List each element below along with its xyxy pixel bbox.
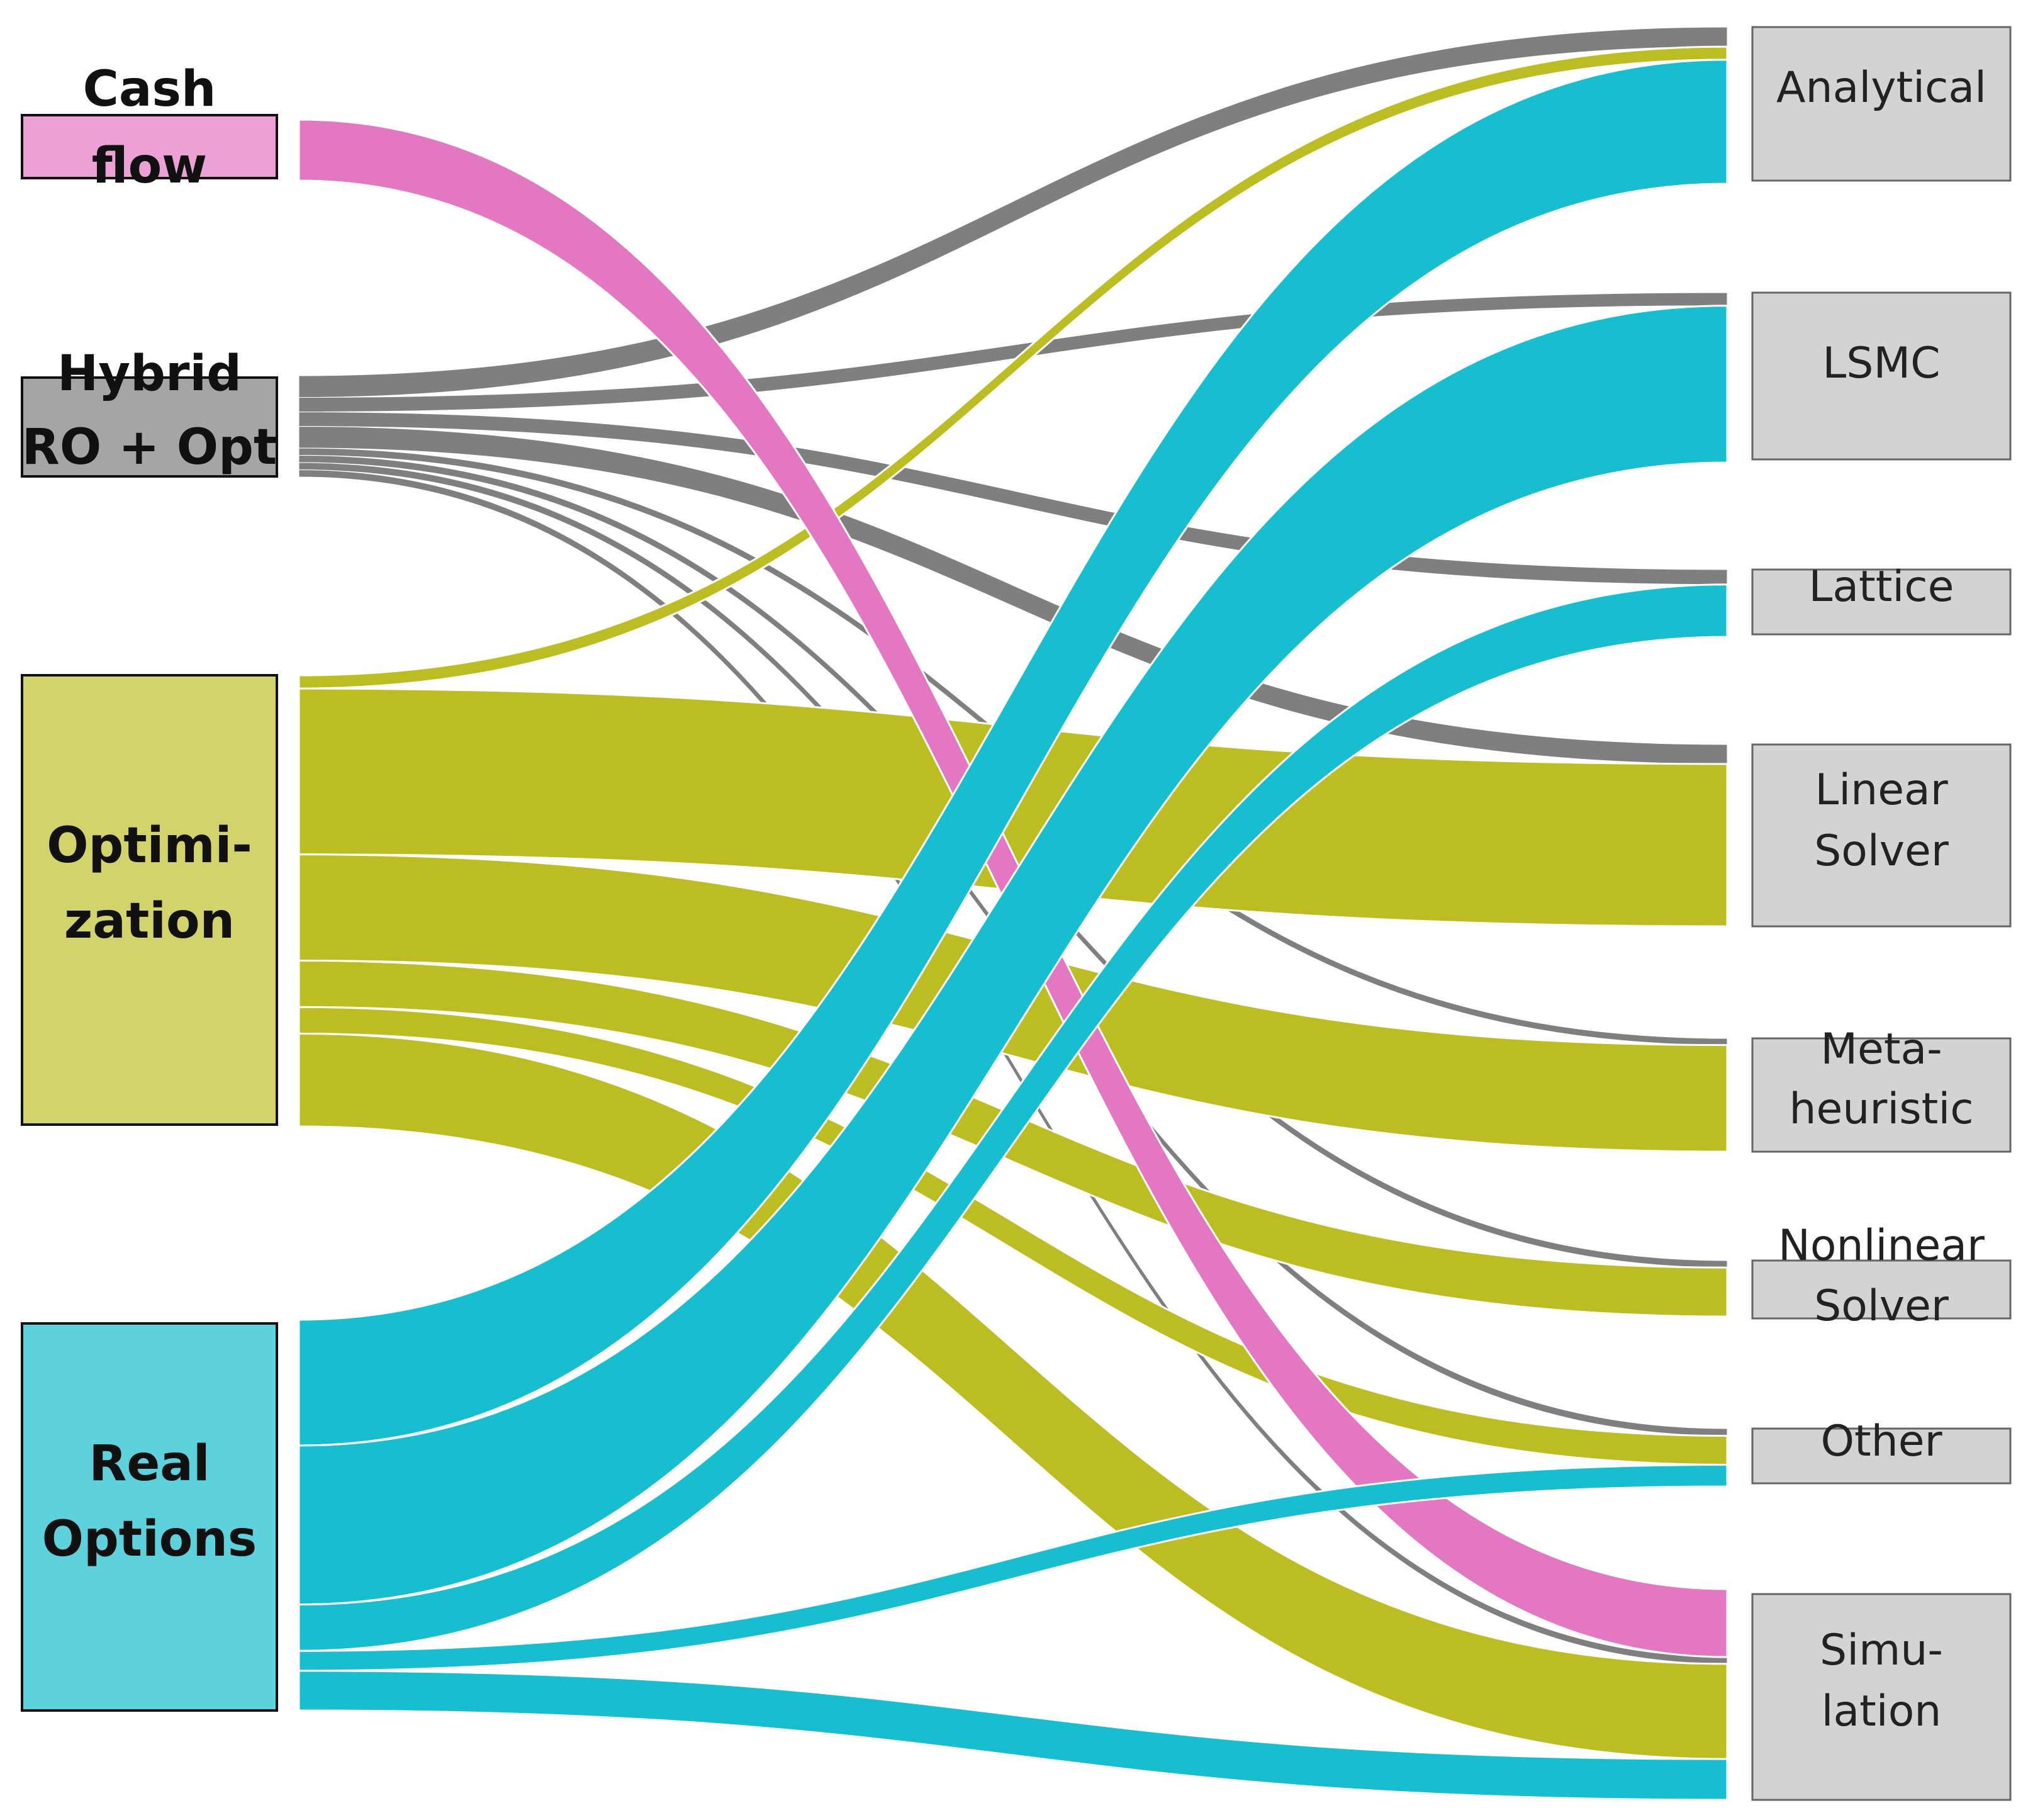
node-box-meta bbox=[1751, 1037, 2012, 1153]
node-label-lattice-line1: Lattice bbox=[1809, 562, 1954, 612]
node-label-cash-line2: flow bbox=[92, 138, 207, 194]
node-label-linear-line1: Linear bbox=[1815, 765, 1947, 815]
node-box-ro bbox=[21, 1322, 278, 1712]
flow-ro-to-lsmc bbox=[298, 305, 1728, 1606]
node-label-cash-line1: Cash bbox=[83, 61, 216, 118]
node-box-cash bbox=[21, 114, 278, 179]
target-nodes: AnalyticalLSMCLatticeLinearSolverMeta-he… bbox=[1751, 26, 2012, 1801]
node-label-linear-line2: Solver bbox=[1814, 826, 1949, 876]
flow-ro-to-sim bbox=[298, 1670, 1728, 1801]
node-box-hybrid bbox=[21, 376, 278, 478]
node-box-linear bbox=[1751, 743, 2012, 928]
node-box-lsmc bbox=[1751, 291, 2012, 461]
node-label-ro-line1: Real bbox=[89, 1435, 210, 1492]
node-box-lattice bbox=[1751, 568, 2012, 636]
node-label-nonlinear-line1: Nonlinear bbox=[1778, 1221, 1985, 1271]
flow-ro-to-lattice bbox=[298, 583, 1728, 1652]
node-box-sim bbox=[1751, 1593, 2012, 1801]
node-label-hybrid-line1: Hybrid bbox=[57, 345, 242, 402]
node-label-meta-line1: Meta- bbox=[1820, 1025, 1942, 1074]
node-box-nonlinear bbox=[1751, 1259, 2012, 1320]
node-label-sim-line2: lation bbox=[1822, 1687, 1942, 1736]
node-label-ro-line2: Options bbox=[42, 1511, 257, 1568]
flow-ro-to-other bbox=[298, 1463, 1728, 1672]
node-label-analytical-line1: Analytical bbox=[1776, 63, 1986, 113]
node-label-sim-line1: Simu- bbox=[1820, 1626, 1943, 1675]
node-label-nonlinear-line2: Solver bbox=[1814, 1281, 1949, 1331]
node-label-hybrid-line2: RO + Opt bbox=[22, 419, 277, 476]
node-label-opt-line2: zation bbox=[64, 893, 235, 950]
node-label-meta-line2: heuristic bbox=[1789, 1084, 1973, 1134]
node-box-analytical bbox=[1751, 26, 2012, 182]
node-box-other bbox=[1751, 1427, 2012, 1485]
node-label-lsmc-line1: LSMC bbox=[1822, 339, 1940, 388]
flow-ro-to-analytical bbox=[298, 59, 1728, 1447]
node-box-opt bbox=[21, 674, 278, 1126]
node-label-other-line1: Other bbox=[1820, 1417, 1942, 1466]
flow-links bbox=[298, 26, 1728, 1801]
node-label-opt-line1: Optimi- bbox=[47, 817, 252, 874]
